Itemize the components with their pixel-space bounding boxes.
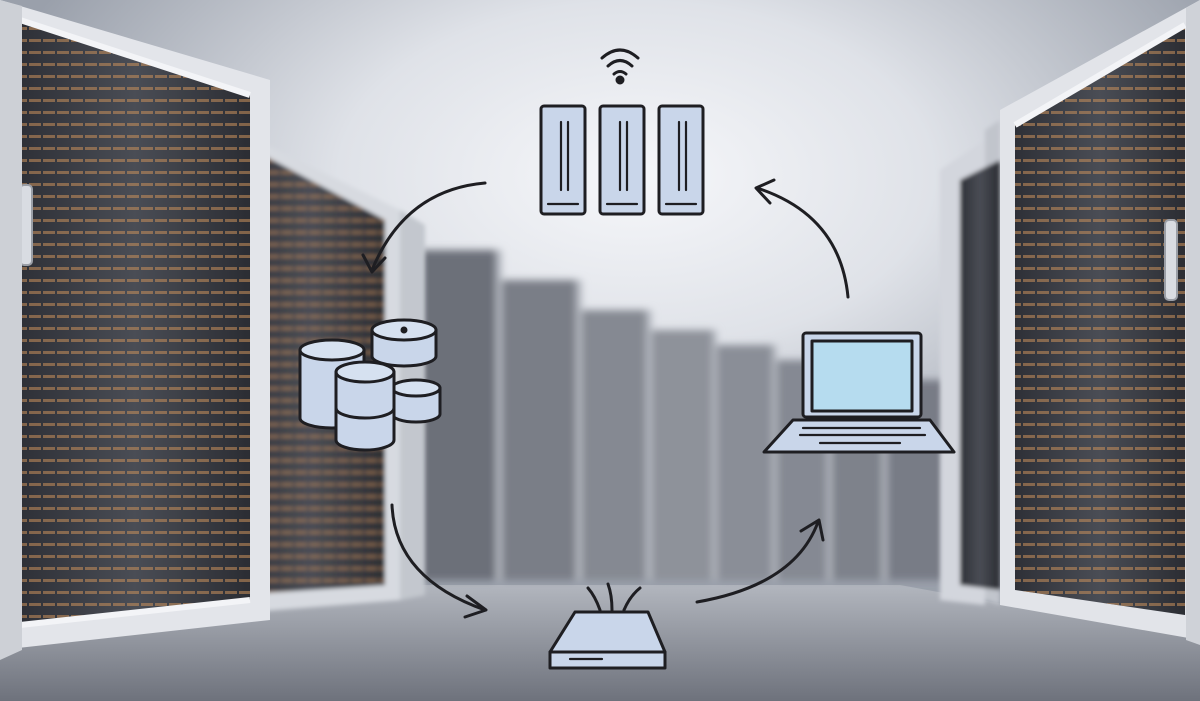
arrow-database-to-router (390, 503, 487, 612)
network-cycle-sketch (298, 48, 956, 670)
server-towers-icon (539, 104, 705, 216)
near-rack-left (0, 0, 270, 660)
arrow-router-to-laptop (695, 520, 820, 604)
arrow-laptop-to-servers (755, 186, 850, 299)
rack-door-handle-right (1164, 219, 1178, 301)
laptop-icon (762, 331, 956, 454)
arrow-servers-to-database (370, 181, 487, 272)
near-rack-right (1000, 0, 1200, 645)
mid-racks-right (940, 120, 1000, 605)
wifi-icon (600, 48, 640, 85)
cycle-arrows (361, 178, 850, 619)
router-icon (548, 582, 667, 670)
database-stack-icon (298, 318, 442, 452)
